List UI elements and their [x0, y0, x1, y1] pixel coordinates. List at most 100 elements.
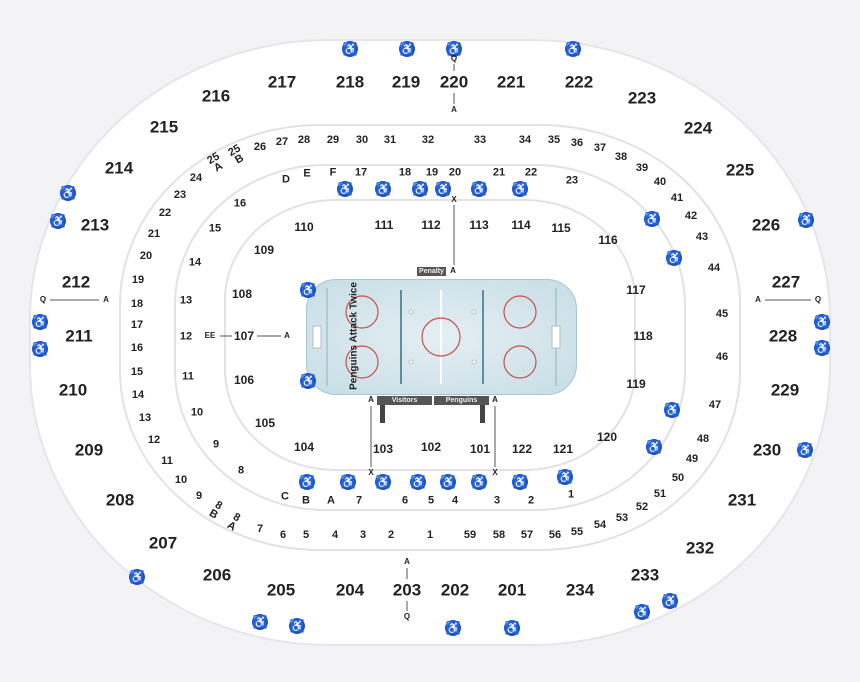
upper-section-label[interactable]: 213	[80, 215, 110, 235]
lower-section-label[interactable]: 115	[551, 221, 571, 235]
lower-section-label[interactable]: 114	[511, 218, 531, 232]
lower-section-label[interactable]: 103	[372, 442, 394, 456]
inner-row-label: 21	[492, 166, 506, 179]
lower-section-label[interactable]: 107	[233, 329, 255, 343]
row-marker: A	[451, 105, 457, 114]
upper-section-label[interactable]: 231	[727, 490, 757, 510]
upper-section-label[interactable]: 211	[65, 326, 93, 346]
row-marker: Q	[403, 612, 411, 621]
wheelchair-icon: ♿	[300, 373, 316, 389]
club-row-label: 8 B	[207, 498, 225, 522]
upper-section-label[interactable]: 212	[61, 272, 91, 292]
wheelchair-icon: ♿	[512, 181, 528, 197]
wheelchair-icon: ♿	[299, 474, 315, 490]
club-row-label: 17	[130, 319, 144, 331]
lower-section-label[interactable]: 122	[511, 442, 533, 456]
wheelchair-icon: ♿	[565, 41, 581, 57]
rink-markings	[312, 288, 561, 386]
upper-section-label[interactable]: 232	[685, 538, 715, 558]
lower-section-label[interactable]: 112	[421, 218, 441, 232]
upper-section-label[interactable]: 207	[148, 533, 178, 553]
lower-section-label[interactable]: 110	[294, 220, 314, 234]
inner-row-label: F	[329, 166, 337, 179]
club-row-label: 2	[387, 529, 395, 541]
club-row-label: 5	[302, 529, 310, 541]
upper-section-label[interactable]: 217	[267, 72, 297, 92]
upper-section-label[interactable]: 201	[497, 580, 527, 600]
lower-section-label[interactable]: 117	[626, 283, 646, 297]
upper-section-label[interactable]: 225	[725, 160, 755, 180]
club-row-label: 59	[463, 529, 477, 541]
lower-section-label[interactable]: 119	[626, 377, 646, 391]
lower-section-label[interactable]: 120	[596, 430, 618, 444]
penalty-box-label: Penalty	[417, 267, 446, 276]
upper-section-label[interactable]: 224	[683, 118, 713, 138]
club-row-label: 43	[695, 231, 709, 243]
upper-section-label[interactable]: 215	[149, 117, 179, 137]
lower-section-label[interactable]: 111	[374, 218, 394, 232]
upper-section-label[interactable]: 206	[202, 565, 232, 585]
wheelchair-icon: ♿	[50, 213, 66, 229]
upper-section-label[interactable]: 221	[496, 72, 526, 92]
wheelchair-icon: ♿	[375, 474, 391, 490]
wheelchair-icon: ♿	[410, 474, 426, 490]
wheelchair-icon: ♿	[798, 212, 814, 228]
upper-section-label[interactable]: 219	[391, 72, 421, 92]
upper-section-label[interactable]: 226	[751, 215, 781, 235]
row-marker: Q	[39, 295, 47, 304]
club-row-label: 32	[421, 134, 435, 146]
lower-section-label[interactable]: 109	[253, 243, 275, 257]
upper-section-label[interactable]: 204	[335, 580, 365, 600]
upper-section-label[interactable]: 227	[771, 272, 801, 292]
visitors-bench-label: Visitors	[377, 396, 432, 405]
inner-row-label: 18	[398, 166, 412, 179]
upper-section-label[interactable]: 205	[266, 580, 296, 600]
club-row-label: 16	[130, 342, 144, 354]
lower-section-label[interactable]: 116	[598, 233, 618, 247]
lower-section-label[interactable]: 105	[254, 416, 276, 430]
inner-row-label: 5	[427, 494, 435, 507]
upper-section-label[interactable]: 203	[392, 580, 422, 600]
club-row-label: 23	[173, 189, 187, 201]
lower-section-label[interactable]: 108	[231, 287, 253, 301]
wheelchair-icon: ♿	[471, 474, 487, 490]
lower-section-label[interactable]: 121	[552, 442, 574, 456]
lower-section-label[interactable]: 102	[420, 440, 442, 454]
row-marker: A	[284, 331, 290, 340]
upper-section-label[interactable]: 220	[439, 72, 469, 92]
upper-section-label[interactable]: 228	[768, 326, 798, 346]
inner-row-label: 4	[451, 494, 459, 507]
club-row-label: 20	[139, 250, 153, 262]
upper-section-label[interactable]: 208	[105, 490, 135, 510]
upper-section-label[interactable]: 229	[770, 380, 800, 400]
wheelchair-icon: ♿	[60, 185, 76, 201]
lower-section-label[interactable]: 118	[633, 329, 653, 343]
club-row-label: 1	[426, 529, 434, 541]
inner-row-label: 12	[179, 330, 193, 343]
upper-section-label[interactable]: 210	[58, 380, 88, 400]
upper-section-label[interactable]: 216	[201, 86, 231, 106]
upper-section-label[interactable]: 202	[440, 580, 470, 600]
lower-section-label[interactable]: 104	[293, 440, 315, 454]
upper-section-label[interactable]: 223	[627, 88, 657, 108]
club-row-label: 40	[653, 176, 667, 188]
upper-section-label[interactable]: 214	[104, 158, 134, 178]
inner-row-label: 17	[354, 166, 368, 179]
club-row-label: 45	[715, 308, 729, 320]
upper-section-label[interactable]: 209	[74, 440, 104, 460]
wheelchair-icon: ♿	[446, 41, 462, 57]
wheelchair-icon: ♿	[435, 181, 451, 197]
upper-section-label[interactable]: 218	[335, 72, 365, 92]
upper-section-label[interactable]: 233	[630, 565, 660, 585]
wheelchair-icon: ♿	[644, 211, 660, 227]
wheelchair-icon: ♿	[664, 402, 680, 418]
upper-section-label[interactable]: 222	[564, 72, 594, 92]
lower-section-label[interactable]: 106	[233, 373, 255, 387]
upper-section-label[interactable]: 230	[752, 440, 782, 460]
upper-section-label[interactable]: 234	[565, 580, 595, 600]
club-row-label: 9	[195, 490, 203, 502]
lower-section-label[interactable]: 113	[469, 218, 489, 232]
club-row-label: 3	[359, 529, 367, 541]
lower-section-label[interactable]: 101	[469, 442, 491, 456]
inner-row-label: 20	[448, 166, 462, 179]
